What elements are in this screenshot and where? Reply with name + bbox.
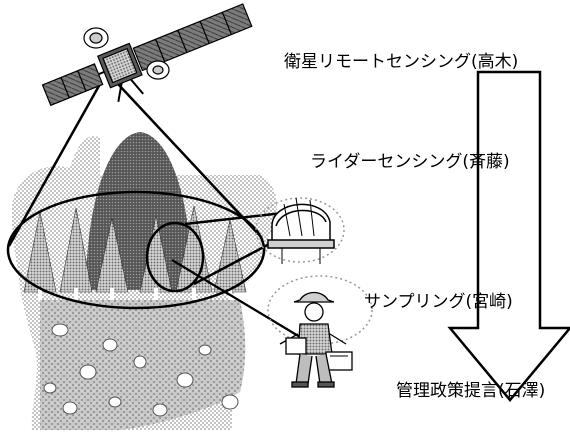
sampling-link: [171, 259, 306, 341]
satellite-icon: [41, 3, 253, 107]
lidar-dome-icon: [267, 197, 335, 264]
sampling-halo: [267, 275, 373, 345]
label-policy-proposal: 管理政策提言(石澤): [396, 381, 546, 401]
lidar-footprint: [145, 221, 205, 293]
satellite-beam-right: [117, 83, 263, 239]
soil-stones: [43, 323, 239, 417]
field-researcher-icon: [279, 291, 353, 388]
label-lidar-sensing: ライダーセンシング(斉藤): [310, 152, 510, 172]
lidar-beam-top: [184, 210, 293, 226]
conifer-row: [23, 205, 247, 293]
satellite-beam-left: [7, 83, 102, 247]
lidar-halo: [255, 197, 345, 263]
satellite-footprint: [6, 190, 266, 310]
label-satellite-remote-sensing: 衛星リモートセンシング(高木): [284, 52, 519, 72]
label-sampling: サンプリング(宮崎): [364, 292, 513, 312]
forest-scene: [11, 132, 278, 430]
process-arrow: [447, 70, 570, 402]
